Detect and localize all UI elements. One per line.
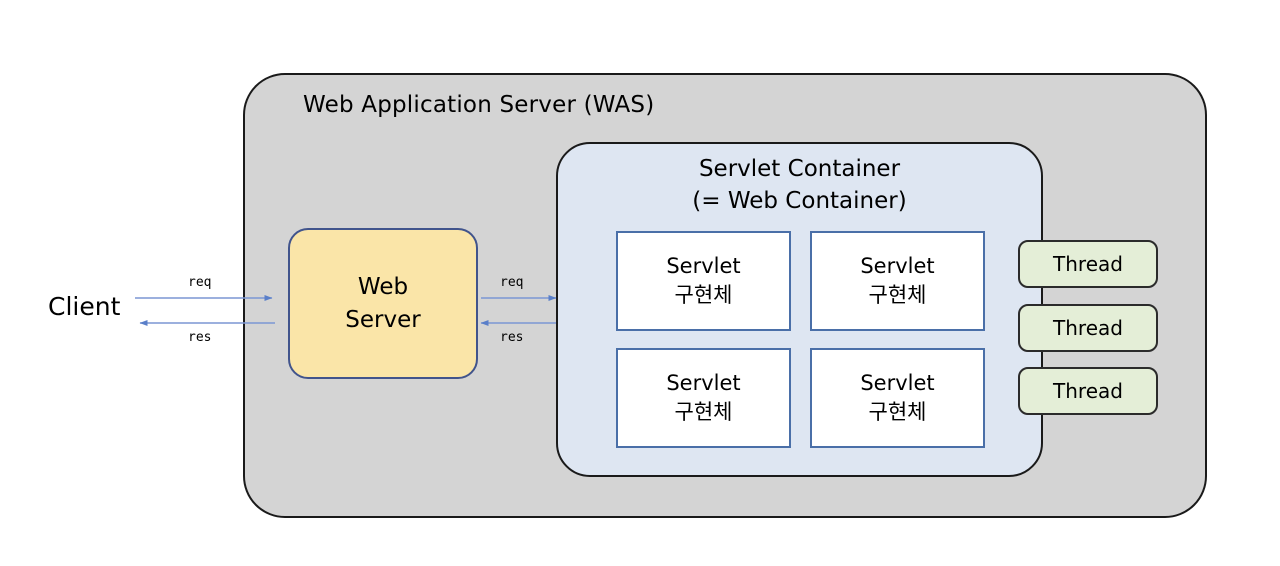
servlet-label-line2: 구현체 [674,400,733,424]
thread-box: Thread [1018,240,1158,288]
servlet-label-line2: 구현체 [674,283,733,307]
thread-box: Thread [1018,367,1158,415]
client-label: Client [48,292,121,321]
was-title: Web Application Server (WAS) [303,92,655,118]
servlet-container-title: Servlet Container (= Web Container) [556,153,1043,217]
servlet-box: Servlet 구현체 [616,348,791,448]
servlet-box: Servlet 구현체 [810,231,985,331]
servlet-label-line2: 구현체 [868,400,927,424]
flow-label-response-client: res [188,330,212,345]
servlet-label-line2: 구현체 [868,283,927,307]
servlet-label-line1: Servlet [860,254,935,278]
servlet-container-title-line2: (= Web Container) [692,188,907,214]
thread-box: Thread [1018,304,1158,352]
servlet-label-line1: Servlet [666,254,741,278]
servlet-label-line1: Servlet [860,371,935,395]
servlet-container-title-line1: Servlet Container [698,156,901,182]
flow-label-response-container: res [500,330,524,345]
web-server-box: Web Server [288,228,478,379]
flow-label-request-client: req [188,275,212,290]
servlet-box: Servlet 구현체 [616,231,791,331]
servlet-box: Servlet 구현체 [810,348,985,448]
flow-label-request-container: req [500,275,524,290]
web-server-label-line1: Web [357,273,409,300]
servlet-label-line1: Servlet [666,371,741,395]
web-server-label-line2: Server [345,306,421,333]
